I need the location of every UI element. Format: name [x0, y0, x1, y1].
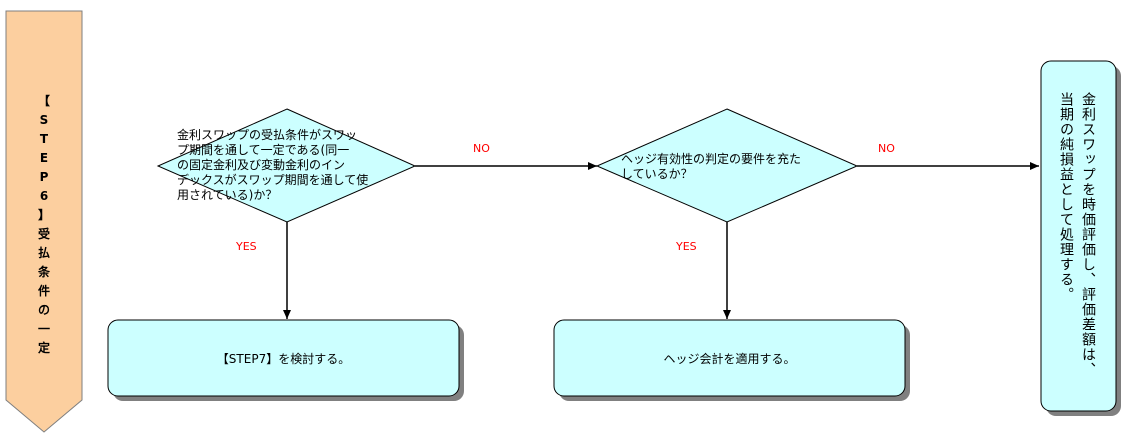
step-char: 一: [37, 322, 50, 336]
decision-diamond-1: [156, 108, 417, 223]
result-box-2: [553, 319, 906, 397]
step-char: T: [39, 132, 49, 146]
decision-1-line: 用されている)か？: [177, 188, 278, 202]
edge-label-no-1: NO: [473, 142, 490, 155]
decision-1-line: プ期間を通して一定である(同一: [177, 143, 350, 157]
edge-label-yes-2: YES: [676, 240, 697, 253]
step-char: 件: [37, 284, 50, 298]
decision-1-line: 金利スワップの受払条件がスワッ: [177, 128, 358, 142]
result-3-line: 金利スワップを時価評価し、評価差額は、: [1080, 92, 1096, 377]
result-3-line: 当期の純損益として処理する。: [1058, 92, 1074, 302]
step-banner-shape: [5, 10, 83, 433]
decision-1-line: の固定金利及び変動金利のイン: [177, 158, 346, 172]
edge-label-yes-1: YES: [236, 240, 257, 253]
step-char: 払: [37, 246, 50, 260]
decision-2-text: ヘッジ有効性の判定の要件を充た しているか？: [621, 152, 851, 182]
decision-1-text: 金利スワップの受払条件がスワッ プ期間を通して一定である(同一 の固定金利及び変…: [177, 128, 412, 203]
decision-diamond-2: [595, 108, 859, 223]
step-char: E: [39, 151, 49, 165]
decision-2-line: ヘッジ有効性の判定の要件を充た: [621, 152, 802, 166]
step-char: 】: [37, 208, 50, 222]
result-box-3: [1040, 60, 1117, 412]
step-char: 6: [39, 189, 49, 203]
edge-label-no-2: NO: [878, 142, 895, 155]
result-3-text: 金利スワップを時価評価し、評価差額は、 当期の純損益として処理する。: [1055, 92, 1099, 392]
result-2-text: ヘッジ会計を適用する。: [663, 351, 796, 366]
step-banner-label: 【 S T E P 6 】 受 払 条 件 の 一 定: [6, 92, 82, 355]
step-char: 【: [37, 94, 50, 108]
step-char: 受: [37, 227, 50, 241]
step-char: S: [39, 113, 49, 127]
decision-1-line: デックスがスワップ期間を通して使: [177, 173, 369, 187]
step-char: の: [37, 303, 50, 317]
result-box-1: [107, 319, 460, 397]
result-1-text: 【STEP7】を検討する。: [216, 351, 351, 366]
decision-2-line: しているか？: [621, 167, 693, 181]
step-char: P: [39, 170, 49, 184]
step-char: 定: [37, 341, 50, 355]
step-char: 条: [37, 265, 50, 279]
